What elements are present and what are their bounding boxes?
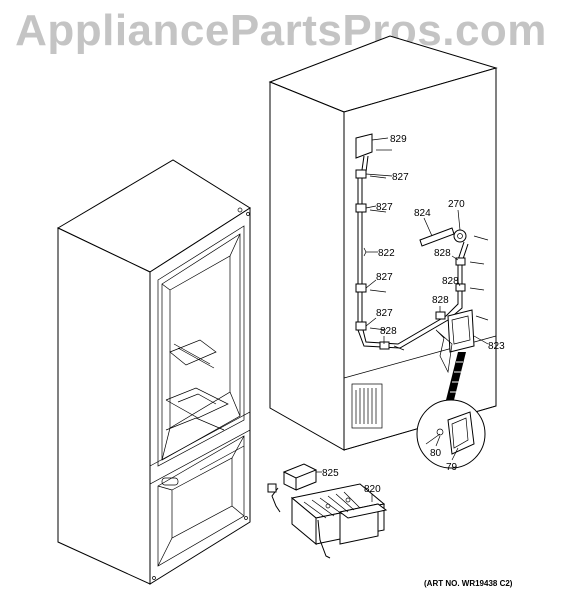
label-827-middle: 827 [376,272,393,283]
label-827-upper: 827 [376,202,393,213]
inset-detail [416,399,486,469]
label-823: 823 [488,341,505,352]
cabinet-back-view [268,35,498,451]
label-827-lower: 827 [376,308,393,319]
label-825: 825 [322,468,339,479]
label-827-top: 827 [392,172,409,183]
label-270: 270 [448,199,465,210]
label-828-right-middle: 828 [442,276,459,287]
refrigerator-cabinet [56,159,251,585]
label-824: 824 [414,208,431,219]
label-828-lower: 828 [432,295,449,306]
label-829: 829 [390,134,407,145]
label-80: 80 [430,448,442,459]
part-labels: 829 827 827 824 270 822 828 827 828 828 … [322,134,513,588]
label-828-right-top: 828 [434,248,451,259]
leader-lines [316,137,489,502]
icemaker-assembly [267,463,388,559]
watermark: AppliancePartsPros.com [15,6,547,55]
label-828-left: 828 [380,326,397,337]
label-79: 79 [446,462,458,473]
label-820: 820 [364,484,381,495]
art-number: (ART NO. WR19438 C2) [424,579,513,588]
label-822: 822 [378,248,395,259]
